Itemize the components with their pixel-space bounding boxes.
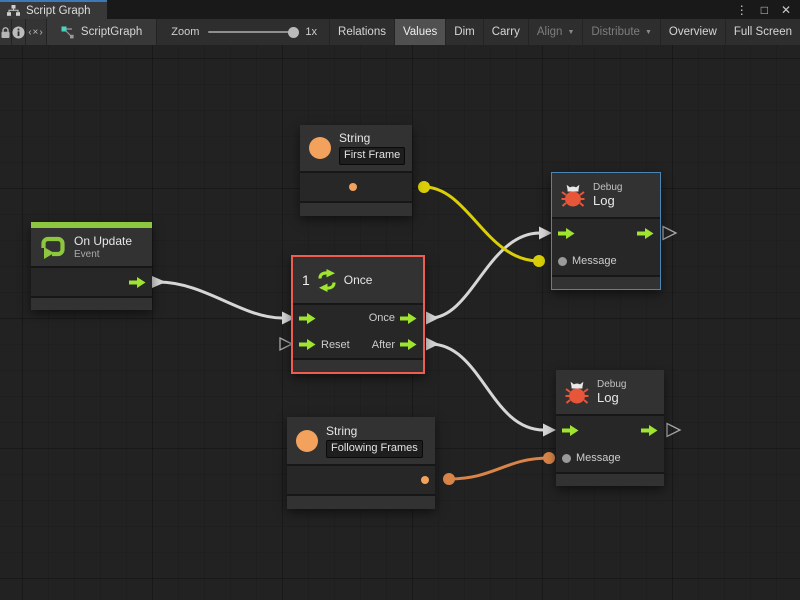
flow-input-port-reset[interactable] <box>299 339 316 350</box>
port-label-once: Once <box>368 312 395 324</box>
graph-tab-icon <box>7 5 20 16</box>
event-accent-strip <box>31 222 152 228</box>
once-cycle-icon <box>318 268 336 292</box>
wire-firstframe-to-message[interactable] <box>423 185 540 263</box>
node-once[interactable]: 1 Once Once Reset <box>291 255 425 374</box>
wire-start-cap <box>426 337 439 351</box>
port-label-message: Message <box>572 255 617 267</box>
dim-button[interactable]: Dim <box>445 19 482 45</box>
wire-start-cap <box>426 311 439 325</box>
string-output-port[interactable] <box>421 476 429 484</box>
string-type-icon <box>296 429 318 452</box>
node-title: Once <box>343 273 373 287</box>
node-title: Log <box>593 193 615 208</box>
zoom-control: Zoom 1x <box>171 19 317 45</box>
window-menu-icon[interactable]: ⋮ <box>735 2 748 17</box>
relations-button[interactable]: Relations <box>329 19 394 45</box>
node-debug-log-top[interactable]: Debug Log Message <box>551 172 661 290</box>
flow-output-port[interactable] <box>641 424 658 436</box>
port-debug-bottom-output-triangle[interactable] <box>666 422 682 438</box>
flow-output-port-once[interactable] <box>400 312 417 324</box>
graph-toolbar: ‹×› ScriptGraph Zoom 1x Relations Values… <box>0 19 800 45</box>
node-string-following-frames[interactable]: String Following Frames <box>287 417 435 509</box>
chevron-down-icon: ▼ <box>644 28 652 36</box>
chevron-down-icon: ▼ <box>567 28 575 36</box>
wire-end-dot <box>418 181 430 193</box>
wire-followingframes-to-message[interactable] <box>448 456 550 481</box>
align-dropdown[interactable]: Align ▼ <box>527 19 583 45</box>
bug-icon <box>565 381 589 404</box>
wire-arrowhead <box>543 423 556 437</box>
distribute-dropdown[interactable]: Distribute ▼ <box>582 19 660 45</box>
script-graph-icon <box>61 26 74 38</box>
flow-input-port[interactable] <box>562 424 579 436</box>
wire-layer <box>152 181 682 485</box>
port-label-message: Message <box>576 452 621 464</box>
port-debug-top-output-triangle[interactable] <box>662 225 678 241</box>
zoom-value: 1x <box>305 26 318 38</box>
port-label-after: After <box>371 338 395 351</box>
lock-button[interactable] <box>0 19 12 45</box>
code-icon: ‹×› <box>28 26 44 38</box>
node-title: Log <box>597 390 619 405</box>
wire-end-dot <box>543 452 555 464</box>
string-value-field[interactable]: First Frame <box>339 147 406 165</box>
info-icon <box>12 26 25 38</box>
zoom-slider[interactable] <box>208 26 300 38</box>
wire-once-to-debug-top[interactable] <box>429 231 541 320</box>
wire-onupdate-to-once[interactable] <box>157 280 283 320</box>
flow-input-port[interactable] <box>558 227 575 239</box>
node-category: Debug <box>593 182 623 193</box>
string-type-icon <box>309 137 331 159</box>
once-counter: 1 <box>302 272 310 288</box>
flow-input-port[interactable] <box>299 312 316 324</box>
view-buttons: Relations Values Dim Carry Align ▼ Distr… <box>329 19 800 45</box>
wire-arrowhead <box>539 226 552 240</box>
node-on-update[interactable]: On Update Event <box>31 222 152 310</box>
graph-canvas[interactable]: String First Frame On Update Event <box>0 45 800 600</box>
node-title: String <box>326 423 358 438</box>
lock-icon <box>1 26 10 38</box>
node-string-first-frame[interactable]: String First Frame <box>300 125 412 216</box>
breadcrumb[interactable]: ScriptGraph <box>46 19 158 45</box>
message-input-port[interactable] <box>558 256 567 266</box>
bug-icon <box>561 184 585 207</box>
port-label-reset: Reset <box>321 338 350 351</box>
wire-start-cap <box>152 276 166 288</box>
zoom-slider-handle[interactable] <box>288 26 300 38</box>
flow-output-port-after[interactable] <box>400 339 417 350</box>
loop-event-icon <box>41 236 65 259</box>
node-subtitle: Event <box>74 249 100 260</box>
wire-end-dot <box>533 255 545 267</box>
node-title: String <box>339 131 371 145</box>
tab-title: Script Graph <box>26 4 91 17</box>
carry-button[interactable]: Carry <box>482 19 528 45</box>
zoom-label: Zoom <box>171 26 200 38</box>
port-reset-input-triangle[interactable] <box>279 336 294 352</box>
info-button[interactable] <box>12 19 26 45</box>
full-screen-button[interactable]: Full Screen <box>724 19 800 45</box>
flow-output-port[interactable] <box>129 276 146 288</box>
window-titlebar: Script Graph ⋮ □ ✕ <box>0 0 800 19</box>
close-icon[interactable]: ✕ <box>780 2 791 17</box>
node-debug-log-bottom[interactable]: Debug Log Message <box>556 370 664 486</box>
message-input-port[interactable] <box>562 453 571 463</box>
overview-button[interactable]: Overview <box>659 19 725 45</box>
wire-once-to-debug-bottom[interactable] <box>429 342 545 432</box>
breadcrumb-graph-name: ScriptGraph <box>80 26 143 38</box>
maximize-icon[interactable]: □ <box>760 2 768 17</box>
node-category: Debug <box>597 379 627 390</box>
wire-arrowhead <box>282 311 295 325</box>
tab-script-graph[interactable]: Script Graph <box>0 0 107 19</box>
string-value-field[interactable]: Following Frames <box>326 439 423 458</box>
edit-source-button[interactable]: ‹×› <box>26 19 47 45</box>
string-output-port[interactable] <box>349 183 357 191</box>
flow-output-port[interactable] <box>637 227 654 239</box>
wire-end-dot <box>443 473 455 485</box>
node-title: On Update <box>74 234 133 248</box>
values-button[interactable]: Values <box>393 19 446 45</box>
